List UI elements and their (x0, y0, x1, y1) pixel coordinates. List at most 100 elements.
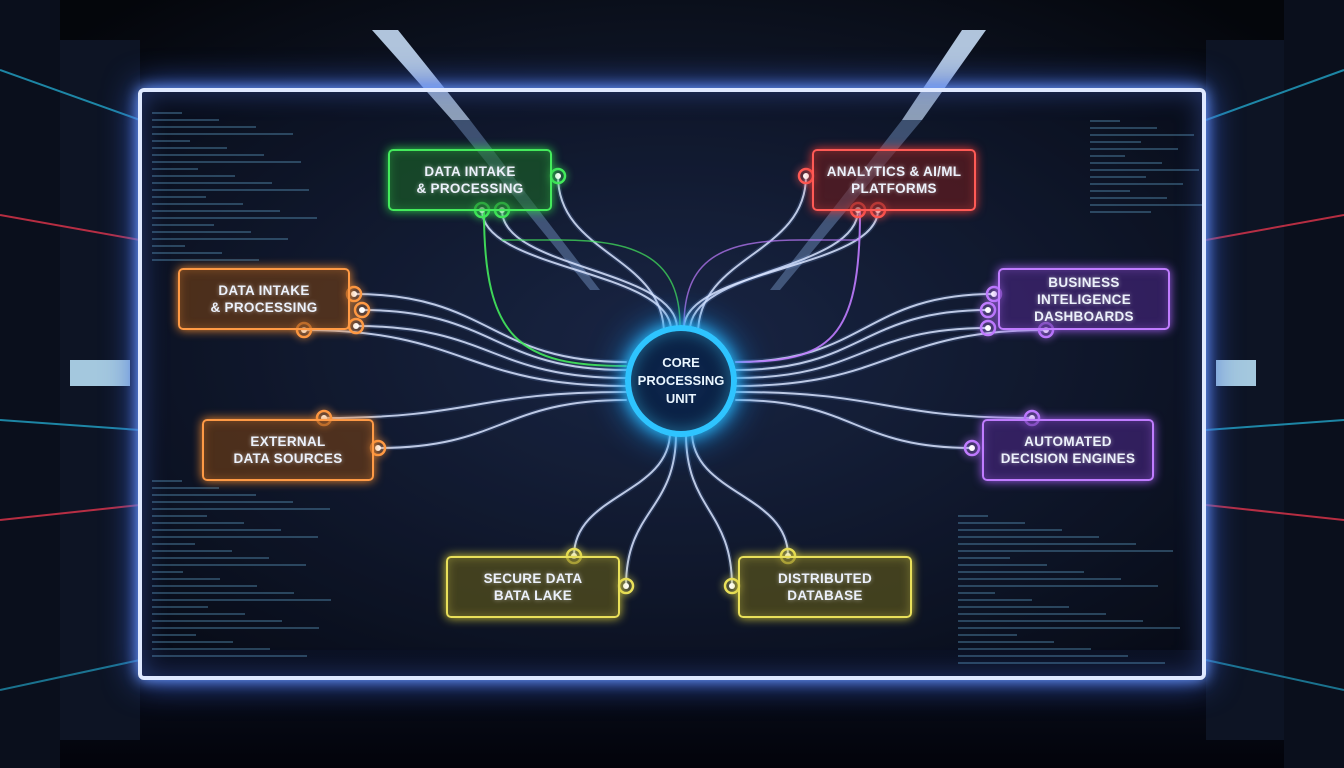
connection-line (735, 391, 1033, 419)
core-processing-unit[interactable]: CORE PROCESSING UNIT (625, 325, 737, 437)
connection-line (377, 399, 627, 449)
connection-line (571, 429, 673, 559)
node-distributed-database[interactable]: DISTRIBUTED DATABASE (738, 556, 912, 618)
code-line (152, 224, 214, 226)
code-line (152, 203, 243, 205)
code-line (152, 634, 196, 636)
code-line (1090, 148, 1178, 150)
code-line (152, 536, 318, 538)
port-dot (803, 173, 809, 179)
code-line (152, 627, 319, 629)
code-line (152, 189, 309, 191)
code-line (152, 522, 244, 524)
code-line (958, 648, 1091, 650)
connection-line (623, 431, 679, 589)
connection-line (683, 209, 879, 329)
code-line (958, 662, 1165, 664)
connection-line (573, 431, 671, 557)
connection-line (695, 173, 809, 337)
code-line (152, 585, 257, 587)
code-line (152, 529, 281, 531)
code-line (152, 168, 198, 170)
code-line (152, 182, 272, 184)
connection-line (501, 209, 678, 329)
code-line (152, 259, 259, 261)
code-line (1090, 176, 1146, 178)
node-business-intelligence[interactable]: BUSINESS INTELIGENCE DASHBOARDS (998, 268, 1170, 330)
connection-line (353, 323, 629, 381)
connection-line (683, 239, 859, 327)
code-line (958, 578, 1121, 580)
connection-line (351, 291, 629, 365)
code-line (1090, 183, 1183, 185)
code-line (1090, 190, 1130, 192)
node-label: DISTRIBUTED DATABASE (777, 571, 873, 603)
code-line (152, 578, 220, 580)
connection-line (501, 239, 681, 327)
code-line (958, 641, 1054, 643)
code-line (152, 564, 306, 566)
code-line (152, 557, 269, 559)
connection-line (555, 173, 667, 337)
code-line (958, 515, 988, 517)
port-dot (623, 583, 629, 589)
node-data-intake-left[interactable]: DATA INTAKE & PROCESSING (178, 268, 350, 330)
port-connector (979, 301, 997, 319)
node-label: SECURE DATA BATA LAKE (483, 571, 583, 603)
connection-line (479, 207, 674, 333)
code-line (958, 592, 995, 594)
node-automated-decision[interactable]: AUTOMATED DECISION ENGINES (982, 419, 1154, 481)
node-external-sources[interactable]: EXTERNAL DATA SOURCES (202, 419, 374, 481)
code-line (152, 571, 183, 573)
port-dot (991, 291, 997, 297)
code-line (1090, 155, 1125, 157)
connection-line (323, 391, 627, 419)
port-dot (969, 445, 975, 451)
port-dot (555, 173, 561, 179)
port-dot (985, 325, 991, 331)
port-connector (979, 319, 997, 337)
code-line (152, 501, 293, 503)
connection-line (735, 399, 973, 449)
code-line (152, 599, 331, 601)
code-line (1090, 204, 1204, 206)
code-line (152, 252, 222, 254)
port-dot (375, 445, 381, 451)
code-line (152, 133, 293, 135)
connection-line (499, 207, 680, 331)
code-line (152, 655, 307, 657)
connection-line (733, 307, 991, 373)
code-line (152, 494, 256, 496)
code-line (152, 210, 280, 212)
code-line (152, 515, 207, 517)
code-line (152, 648, 270, 650)
connection-line (481, 209, 672, 331)
code-line (152, 613, 245, 615)
connection-line (359, 307, 629, 373)
code-line (152, 480, 182, 482)
code-line (1090, 169, 1199, 171)
port-dot (353, 323, 359, 329)
code-line (958, 564, 1047, 566)
code-line (958, 522, 1025, 524)
connection-line (685, 433, 733, 587)
node-data-intake-top[interactable]: DATA INTAKE & PROCESSING (388, 149, 552, 211)
code-line (1090, 197, 1167, 199)
node-analytics-ai-ml[interactable]: ANALYTICS & AI/ML PLATFORMS (812, 149, 976, 211)
code-line (152, 508, 330, 510)
node-secure-data-lake[interactable]: SECURE DATA BATA LAKE (446, 556, 620, 618)
code-line (152, 119, 219, 121)
core-label: CORE PROCESSING UNIT (637, 355, 725, 406)
code-line (958, 571, 1084, 573)
connection-line (697, 175, 807, 335)
connection-line (689, 209, 859, 331)
code-line (152, 487, 219, 489)
code-line (152, 550, 232, 552)
connection-line (625, 433, 677, 587)
code-line (958, 655, 1128, 657)
node-label: DATA INTAKE & PROCESSING (210, 283, 318, 315)
code-line (152, 196, 206, 198)
connection-line (735, 309, 989, 371)
port-dot (351, 291, 357, 297)
node-label: DATA INTAKE & PROCESSING (416, 164, 524, 196)
